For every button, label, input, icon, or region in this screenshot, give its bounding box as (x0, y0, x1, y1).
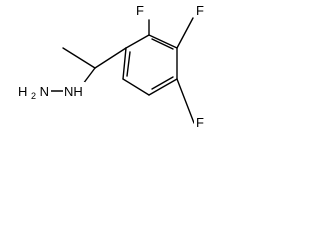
bond-layer (49, 17, 195, 124)
fluorine-bottom-right-label: F (196, 115, 204, 130)
bond-ring-f-top-right (176, 17, 194, 49)
ring-bond-5 (122, 78, 150, 96)
ring-double-bond-top (151, 38, 174, 50)
hydrazine-subscript-label: 2 (31, 91, 36, 101)
label-bg-f-bottom-right (194, 114, 206, 132)
hydrazine-n-label: N (40, 84, 49, 99)
ring-double-bond-right (151, 76, 174, 90)
molecule-diagram: F F F NH H 2 N (0, 0, 209, 154)
ring-bond-2 (148, 34, 178, 49)
hydrazine-nh-label: NH (64, 84, 83, 99)
label-backgrounds (17, 2, 206, 132)
ring-bond-6 (122, 47, 127, 80)
bond-ring-f-bottom-right (176, 78, 195, 124)
fluorine-top-right-label: F (196, 3, 204, 18)
label-bg-f-top-left (134, 2, 146, 20)
ring-double-bond-left (126, 51, 131, 77)
bond-chiral-nh (82, 67, 96, 85)
fluorine-top-left-label: F (136, 3, 144, 18)
hydrazine-h-label: H (18, 84, 27, 99)
atom-labels: F F F NH H 2 N (18, 3, 204, 130)
label-bg-nh (63, 82, 85, 100)
bond-chiral-ring (94, 47, 127, 69)
bond-methyl-chiral (62, 47, 96, 69)
ring-bond-1 (125, 34, 150, 49)
label-bg-f-top-right (194, 2, 206, 20)
label-bg-h2n (17, 82, 51, 100)
hydrazine-h2n-label: H 2 N (18, 84, 49, 102)
ring-bond-4 (148, 78, 178, 96)
molecule-svg: F F F NH H 2 N (17, 2, 206, 132)
